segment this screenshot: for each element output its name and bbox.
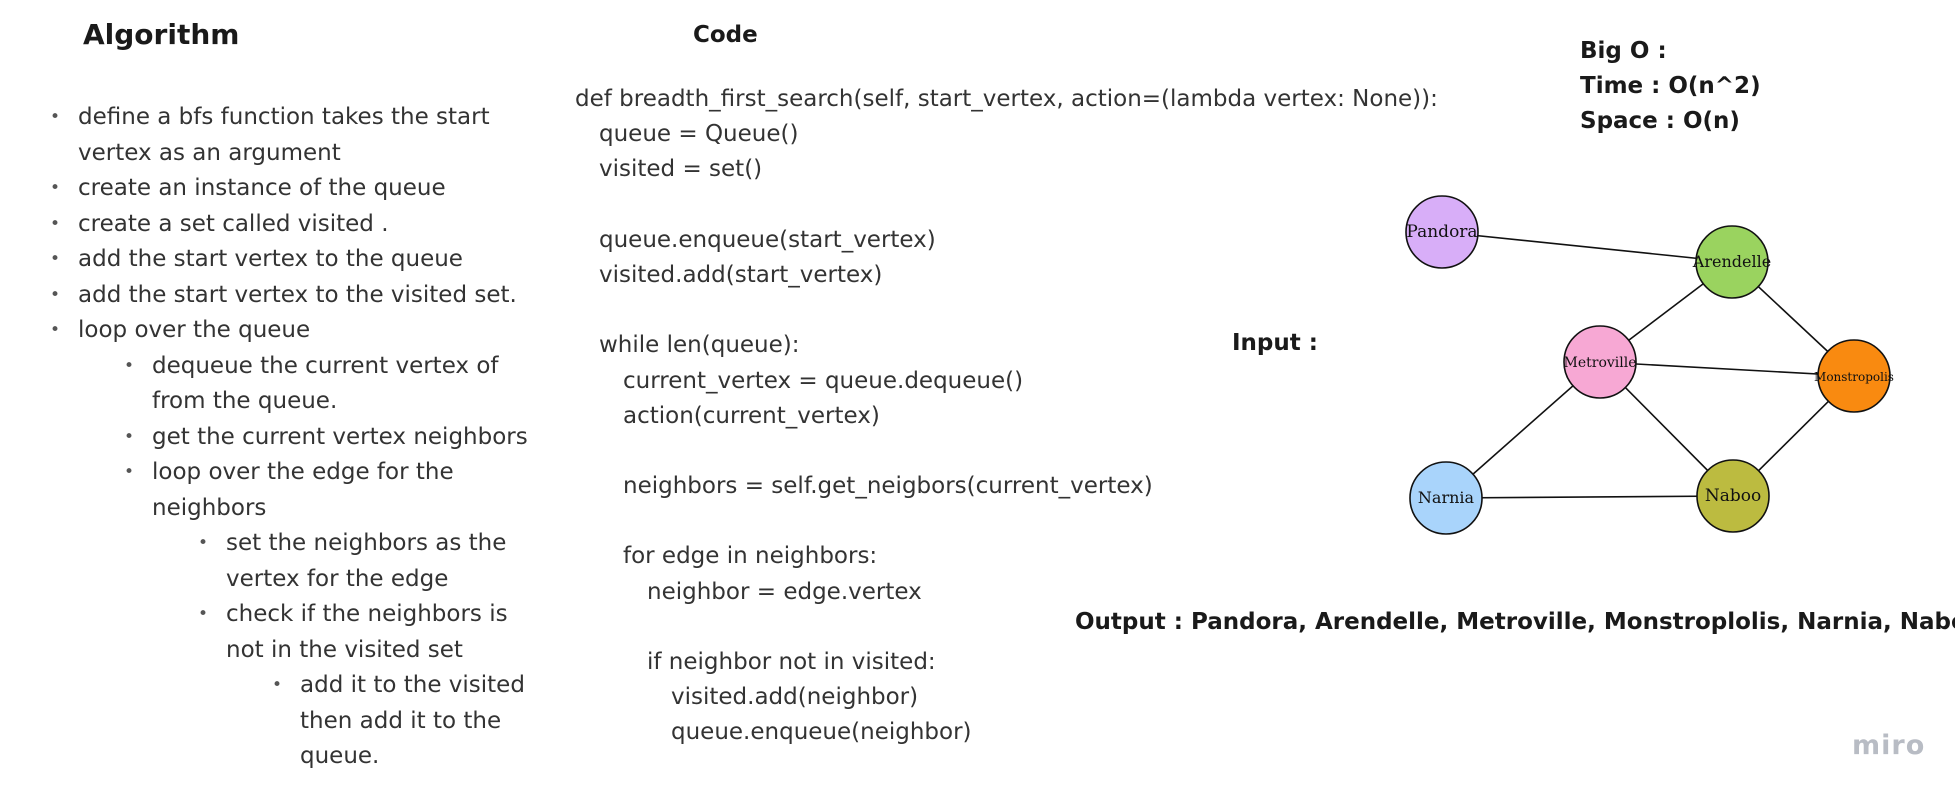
code-line: current_vertex = queue.dequeue() — [623, 367, 1024, 394]
code-line: queue = Queue() — [599, 121, 799, 148]
algorithm-step-text: get the current vertex neighbors — [152, 423, 528, 450]
graph-node-monstropolis: Monstropolis — [1814, 339, 1894, 413]
graph-node-circle — [1695, 225, 1769, 299]
algorithm-step-text: create a set called visited . — [78, 210, 389, 237]
graph-node-label: Naboo — [1705, 486, 1761, 506]
miro-logo: miro — [1852, 730, 1926, 761]
graph-edge-metroville-monstropolis — [1599, 361, 1855, 377]
graph-node-naboo: Naboo — [1696, 459, 1770, 533]
algorithm-step-text: then add it to the — [300, 707, 502, 734]
code-line: visited.add(neighbor) — [671, 684, 919, 711]
bullet-icon: • — [50, 320, 61, 340]
algorithm-step: • add the start vertex to the visited set… — [50, 278, 540, 314]
graph-node-label: Monstropolis — [1814, 370, 1894, 384]
algorithm-step-text: check if the neighbors is — [226, 601, 508, 627]
algorithm-step: • loop over the queue — [50, 313, 540, 349]
bullet-icon: • — [50, 284, 61, 305]
graph-node-arendelle: Arendelle — [1692, 225, 1771, 299]
complexity-box: Big O : Time : O(n^2) Space : O(n) — [1580, 34, 1761, 139]
bullet-icon: • — [50, 107, 61, 127]
graph-node-metroville: Metroville — [1563, 325, 1637, 399]
algorithm-step-text: add it to the visited — [300, 672, 525, 698]
algorithm-step-text: queue. — [300, 743, 380, 769]
code-line — [575, 504, 1438, 539]
code-line: visited.add(start_vertex) — [599, 261, 883, 288]
graph-node-circle — [1409, 461, 1483, 535]
graph-node-circle — [1817, 339, 1891, 413]
code-line: neighbors = self.get_neigbors(current_ve… — [623, 473, 1153, 500]
graph-edge-pandora-arendelle — [1441, 231, 1733, 263]
bullet-icon: • — [272, 675, 283, 695]
code-line: visited = set() — [599, 156, 763, 183]
bullet-icon: • — [50, 213, 61, 234]
graph-node-label: Metroville — [1564, 355, 1637, 371]
input-label: Input : — [1232, 330, 1318, 356]
algorithm-step: • create an instance of the queue — [50, 171, 540, 207]
complexity-title: Big O : — [1580, 38, 1667, 64]
bullet-icon: • — [124, 426, 135, 447]
algorithm-step-text: not in the visited set — [226, 636, 463, 663]
graph-node-narnia: Narnia — [1409, 461, 1483, 535]
graph-nodes: PandoraArendelleMetrovilleMonstropolisNa… — [1405, 195, 1894, 535]
graph-edge-narnia-naboo — [1445, 495, 1734, 499]
bullet-icon: • — [50, 178, 61, 198]
algorithm-step: • create a set called visited . — [50, 207, 540, 243]
bullet-icon: • — [124, 355, 135, 376]
algorithm-step-text: define a bfs function takes the start — [78, 104, 490, 130]
algorithm-step-text: from the queue. — [152, 388, 338, 414]
algorithm-step: • get the current vertex neighbors — [124, 420, 540, 456]
code-line: neighbor = edge.vertex — [647, 578, 922, 605]
code-line: for edge in neighbors: — [623, 543, 878, 570]
algorithm-step-text: add the start vertex to the queue — [78, 246, 463, 272]
bullet-icon: • — [198, 533, 209, 553]
graph-node-circle — [1405, 195, 1479, 269]
algorithm-step: • add the start vertex to the queue — [50, 242, 540, 278]
output-label: Output : Pandora, Arendelle, Metroville,… — [1075, 609, 1955, 635]
algorithm-step: • define a bfs function takes the start ve… — [50, 100, 540, 171]
algorithm-step-text: vertex for the edge — [226, 565, 449, 592]
algorithm-step-text: add the start vertex to the visited set. — [78, 281, 517, 308]
code-line: queue.enqueue(neighbor) — [671, 719, 972, 746]
bullet-icon: • — [50, 249, 61, 269]
algorithm-step: • dequeue the current vertex of from the q… — [124, 349, 540, 420]
algorithm-step: • add it to the visited then add it to the… — [272, 668, 540, 775]
code-line — [575, 434, 1438, 469]
graph-node-pandora: Pandora — [1405, 195, 1479, 269]
graph-node-label: Arendelle — [1692, 252, 1771, 271]
algorithm-steps-list: • define a bfs function takes the start ve… — [50, 100, 540, 775]
graph-node-label: Narnia — [1418, 488, 1475, 507]
code-line: while len(queue): — [599, 332, 800, 359]
algorithm-step-text: create an instance of the queue — [78, 175, 446, 201]
algorithm-step-text: loop over the queue — [78, 317, 311, 343]
graph-node-label: Pandora — [1406, 222, 1477, 242]
algorithm-step-text: loop over the edge for the — [152, 459, 454, 485]
algorithm-title: Algorithm — [83, 18, 240, 51]
bullet-icon: • — [124, 462, 135, 482]
graph-node-circle — [1696, 459, 1770, 533]
graph-diagram: PandoraArendelleMetrovilleMonstropolisNa… — [1405, 195, 1894, 535]
code-line: action(current_vertex) — [623, 402, 880, 429]
code-line: queue.enqueue(start_vertex) — [599, 226, 936, 253]
space-complexity: Space : O(n) — [1580, 108, 1740, 134]
algorithm-step-text: dequeue the current vertex of — [152, 352, 499, 379]
code-block: def breadth_first_search(self, start_ver… — [575, 82, 1438, 751]
graph-node-circle — [1563, 325, 1637, 399]
algorithm-step-text: vertex as an argument — [78, 139, 341, 166]
bullet-icon: • — [198, 604, 209, 624]
algorithm-step-text: set the neighbors as the — [226, 530, 507, 556]
algorithm-step-text: neighbors — [152, 494, 267, 521]
code-line: if neighbor not in visited: — [647, 649, 936, 675]
algorithm-step: • check if the neighbors is not in the vis… — [198, 597, 540, 668]
time-complexity: Time : O(n^2) — [1580, 73, 1761, 99]
algorithm-step: • loop over the edge for the neighbors — [124, 455, 540, 526]
code-line — [575, 293, 1438, 328]
code-line — [575, 188, 1438, 223]
code-title: Code — [693, 22, 758, 48]
code-line: def breadth_first_search(self, start_ver… — [575, 86, 1438, 112]
graph-edges — [1441, 231, 1855, 499]
algorithm-step: • set the neighbors as the vertex for the … — [198, 526, 540, 597]
